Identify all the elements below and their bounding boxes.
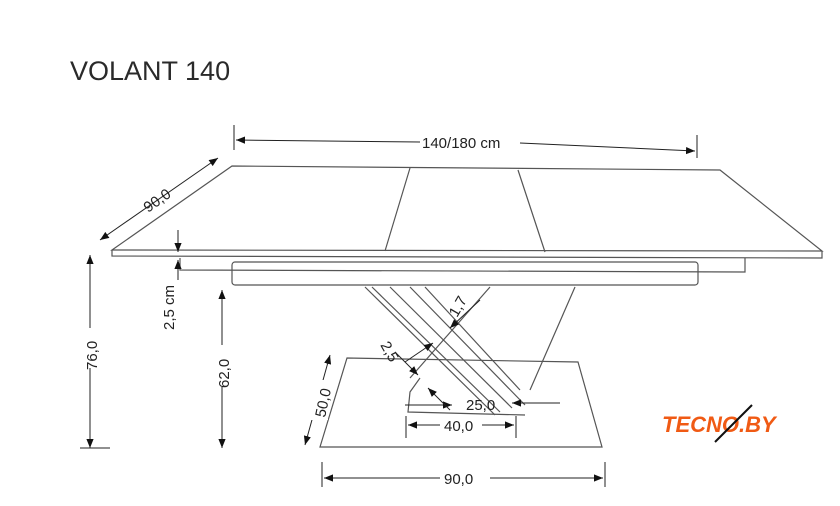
svg-text:76,0: 76,0: [84, 341, 101, 370]
dimension-length: 140/180 cm: [233, 125, 698, 158]
svg-text:90,0: 90,0: [444, 471, 473, 488]
svg-text:50,0: 50,0: [312, 387, 335, 419]
dimension-top-thickness: 2,5 cm: [161, 230, 182, 330]
dimension-leg-span: 40,0: [405, 416, 517, 438]
svg-text:2,5 cm: 2,5 cm: [161, 285, 178, 330]
pedestal: [364, 286, 576, 416]
dimension-depth: 90,0: [99, 157, 219, 241]
dimension-leg-bar: 1,7 2,5: [377, 293, 481, 411]
tabletop: [110, 165, 824, 259]
svg-text:40,0: 40,0: [444, 418, 473, 435]
dimension-leg-height: 62,0: [212, 290, 233, 448]
svg-text:1,7: 1,7: [446, 293, 471, 320]
dimension-height: 76,0: [80, 255, 110, 449]
svg-text:62,0: 62,0: [216, 359, 233, 388]
svg-text:2,5: 2,5: [377, 339, 402, 366]
svg-text:25,0: 25,0: [466, 397, 495, 414]
svg-text:140/180 cm: 140/180 cm: [422, 135, 500, 152]
table-frame: [179, 258, 746, 286]
dimension-base-depth: 50,0: [303, 354, 335, 446]
dimension-base-width: 90,0: [321, 462, 606, 488]
svg-text:90,0: 90,0: [141, 186, 175, 217]
dimension-leg-inner: 25,0: [405, 397, 560, 414]
tecno-by-logo: TECNO.BY: [662, 404, 778, 443]
product-title: VOLANT 140: [70, 56, 230, 86]
svg-text:TECNO.BY: TECNO.BY: [662, 412, 778, 437]
